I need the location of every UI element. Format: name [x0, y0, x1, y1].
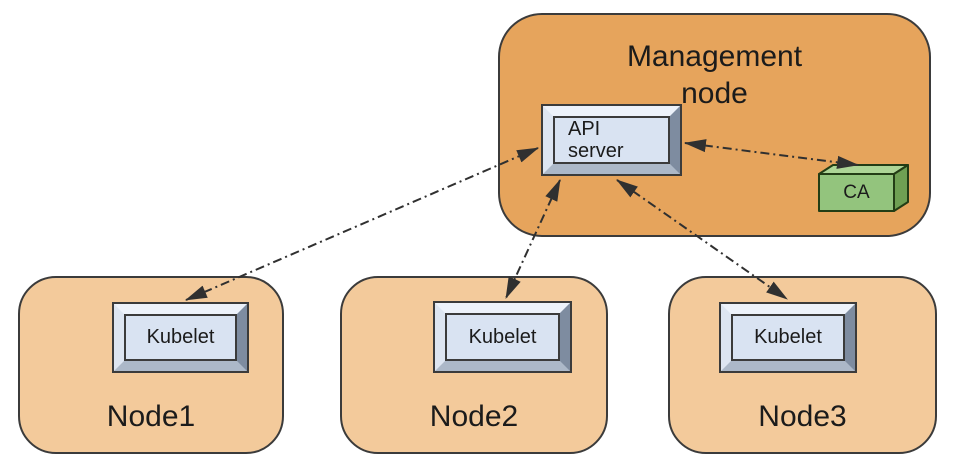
- api-server-box: API server: [541, 104, 682, 176]
- kubelet-bevel-node2: [435, 303, 570, 371]
- management-node-label: Management node: [626, 40, 803, 110]
- api-server-bevel: [543, 106, 680, 174]
- kubelet-label-node1: Kubelet: [124, 314, 237, 361]
- kubelet-box-node3: Kubelet: [719, 302, 857, 373]
- kubelet-box-node2: Kubelet: [433, 301, 572, 373]
- kubelet-label-node3: Kubelet: [731, 314, 845, 361]
- kubelet-label-node2: Kubelet: [445, 313, 560, 361]
- node2-label: Node2: [429, 400, 519, 433]
- kubelet-box-node1: Kubelet: [112, 302, 249, 373]
- kubelet-bevel-node1: [114, 304, 247, 371]
- node1-label: Node1: [106, 400, 196, 433]
- node3-label: Node3: [758, 400, 847, 433]
- api-server-label: API server: [553, 116, 670, 164]
- kubelet-bevel-node3: [721, 304, 855, 371]
- ca-box-label: CA: [843, 181, 870, 203]
